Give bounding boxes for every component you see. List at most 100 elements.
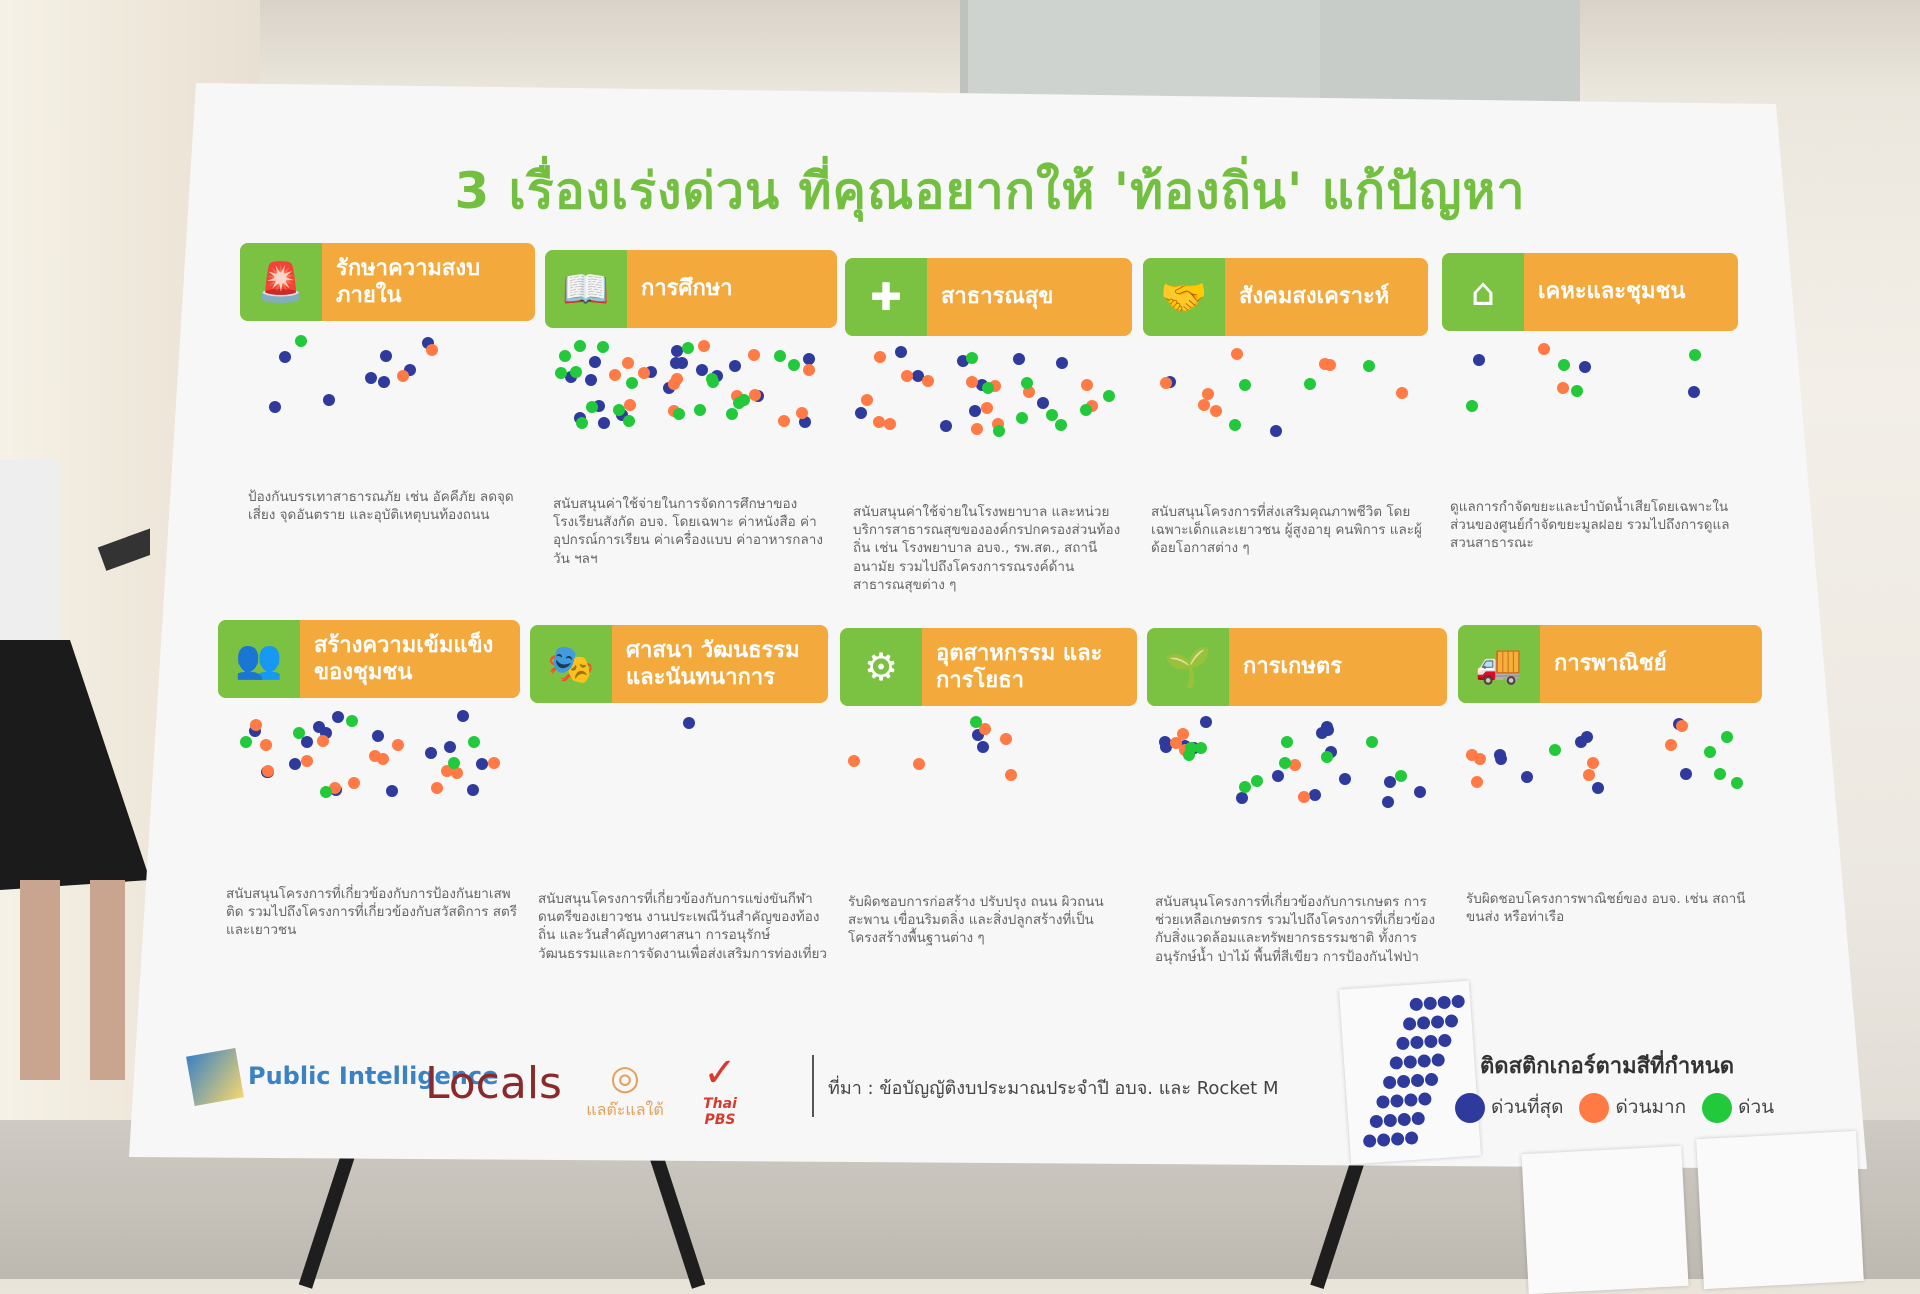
most-urgent-sticker — [969, 405, 981, 418]
urgent-sticker — [554, 366, 567, 379]
very-urgent-sticker — [872, 416, 885, 429]
very-urgent-sticker — [249, 719, 262, 732]
most-urgent-sticker — [584, 373, 597, 386]
blue-sticker — [1383, 1113, 1397, 1127]
blue-sticker — [1376, 1095, 1390, 1109]
most-urgent-sticker — [1235, 791, 1248, 804]
sticker-area — [1458, 713, 1762, 823]
legend-item-very-urgent: ด่วนมาก — [1579, 1092, 1686, 1123]
urgent-sticker — [346, 714, 358, 727]
blue-sticker — [1363, 1134, 1377, 1148]
blue-sticker — [1410, 1035, 1424, 1049]
urgent-sticker — [1020, 377, 1033, 390]
very-urgent-sticker — [795, 406, 808, 419]
card-header: 🌱 การเกษตร — [1147, 628, 1447, 706]
most-urgent-sticker — [278, 350, 291, 363]
urgent-sticker — [320, 786, 333, 799]
urgent-sticker — [738, 393, 751, 406]
very-urgent-sticker — [1664, 738, 1677, 751]
blue-sticker — [1411, 1073, 1425, 1087]
sticker-area — [545, 338, 837, 448]
category-card: ⚙ อุตสาหกรรม และการโยธา รับผิดชอบการก่อส… — [840, 628, 1137, 968]
blue-sticker — [1403, 1055, 1417, 1069]
card-description: สนับสนุนโครงการที่เกี่ยวข้องกับการเกษตร … — [1155, 894, 1436, 965]
most-urgent-sticker — [313, 720, 326, 733]
urgent-sticker — [1321, 750, 1334, 763]
blue-sticker — [1404, 1093, 1418, 1107]
very-urgent-sticker — [396, 369, 409, 382]
very-urgent-sticker — [1231, 347, 1244, 360]
most-urgent-sticker — [1382, 795, 1395, 808]
very-urgent-sticker — [1395, 387, 1408, 400]
most-urgent-sticker — [288, 758, 301, 771]
most-urgent-sticker — [597, 416, 610, 429]
most-urgent-sticker — [1592, 782, 1605, 795]
urgent-sticker — [447, 757, 460, 770]
most-urgent-sticker — [670, 345, 683, 358]
very-urgent-sticker — [980, 402, 993, 415]
urgent-sticker — [1730, 776, 1743, 789]
urgent-sticker — [1365, 736, 1378, 749]
most-urgent-sticker — [588, 355, 601, 368]
source-text: ที่มา : ข้อบัญญัติงบประมาณประจำปี อบจ. แ… — [828, 1078, 1279, 1099]
most-urgent-sticker — [729, 360, 742, 373]
urgent-sticker — [1466, 400, 1479, 413]
very-urgent-sticker — [622, 356, 635, 369]
most-urgent-sticker — [323, 393, 336, 406]
category-card: ✚ สาธารณสุข สนับสนุนค่าใช้จ่ายในโรงพยาบา… — [845, 258, 1132, 598]
blue-sticker — [1445, 1014, 1459, 1028]
urgent-sticker — [1045, 408, 1058, 421]
card-label: สาธารณสุข — [941, 284, 1054, 310]
very-urgent-sticker — [979, 723, 992, 736]
urgent-sticker — [787, 359, 800, 372]
most-urgent-sticker — [1158, 735, 1171, 748]
urgent-sticker — [239, 736, 252, 749]
blue-sticker — [1431, 1015, 1445, 1029]
card-label: การเกษตร — [1243, 654, 1342, 680]
urgent-sticker — [966, 352, 979, 365]
very-urgent-sticker — [970, 423, 983, 436]
blue-sticker-icon — [1455, 1092, 1485, 1123]
very-urgent-sticker — [1289, 758, 1302, 771]
urgent-sticker — [1395, 769, 1408, 782]
very-urgent-sticker — [450, 767, 463, 780]
urgent-sticker — [569, 366, 582, 379]
very-urgent-sticker — [487, 756, 500, 769]
most-urgent-sticker — [696, 364, 709, 377]
urgent-sticker — [993, 425, 1006, 438]
very-urgent-sticker — [747, 348, 760, 361]
category-card: ⌂ เคหะและชุมชน ดูแลการกำจัดขยะและบำบัดน้… — [1442, 253, 1738, 593]
handshake-icon: 🤝 — [1143, 258, 1225, 336]
card-label: การพาณิชย์ — [1554, 651, 1667, 677]
most-urgent-sticker — [1339, 772, 1352, 785]
urgent-sticker — [773, 349, 786, 362]
urgent-sticker — [622, 414, 635, 427]
card-header: 🚨 รักษาความสงบภายใน — [240, 243, 535, 321]
very-urgent-sticker — [1470, 775, 1483, 788]
card-header: 🚚 การพาณิชย์ — [1458, 625, 1762, 703]
blue-sticker — [1397, 1113, 1411, 1127]
most-urgent-sticker — [1679, 768, 1692, 781]
category-card: 🚚 การพาณิชย์ รับผิดชอบโครงการพาณิชย์ของ … — [1458, 625, 1762, 965]
most-urgent-sticker — [912, 369, 925, 382]
blue-sticker — [1409, 997, 1423, 1011]
very-urgent-sticker — [900, 370, 913, 383]
very-urgent-sticker — [748, 389, 761, 402]
very-urgent-sticker — [1177, 727, 1190, 740]
urgent-sticker — [1251, 775, 1264, 788]
very-urgent-sticker — [1473, 752, 1486, 765]
card-description: สนับสนุนค่าใช้จ่ายในการจัดการศึกษาของโรง… — [553, 496, 823, 567]
blue-sticker — [1437, 995, 1451, 1009]
most-urgent-sticker — [332, 710, 345, 723]
sticker-area — [1147, 716, 1447, 826]
most-urgent-sticker — [803, 353, 816, 366]
sticker-area — [240, 331, 535, 441]
siren-icon: 🚨 — [240, 243, 322, 321]
urgent-sticker — [559, 350, 572, 363]
very-urgent-sticker — [1000, 733, 1013, 746]
card-description: ป้องกันบรรเทาสาธารณภัย เช่น อัคคีภัย ลดจ… — [248, 489, 514, 524]
most-urgent-sticker — [380, 349, 393, 362]
card-description: ดูแลการกำจัดขยะและบำบัดน้ำเสียโดยเฉพาะใน… — [1450, 499, 1730, 552]
urgent-sticker — [585, 401, 598, 414]
very-urgent-sticker — [426, 343, 439, 356]
